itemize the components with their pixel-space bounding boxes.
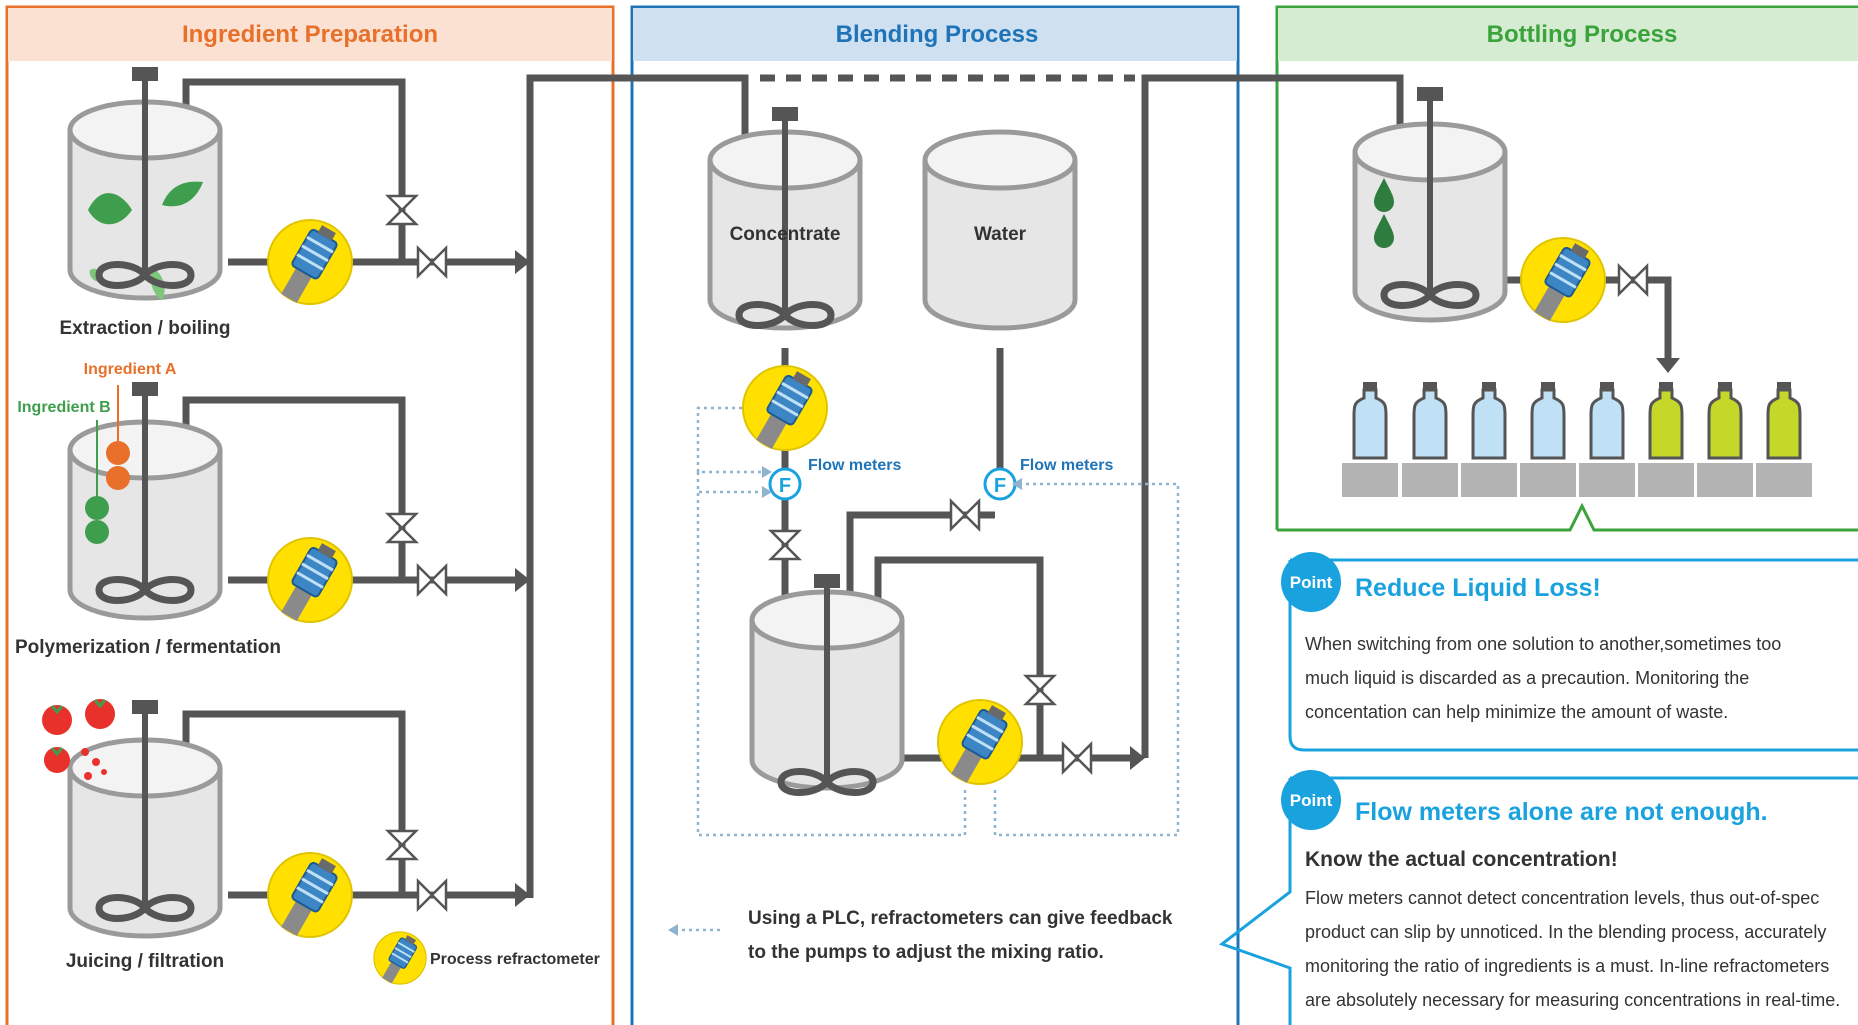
bottle-icon — [1707, 380, 1743, 460]
tomato-icon — [44, 747, 70, 773]
tomato-icon — [85, 699, 115, 729]
flow-meters-label: Flow meters — [1020, 457, 1113, 474]
plc-feedback-lines — [678, 406, 1180, 932]
legend-label: Process refractometer — [430, 951, 600, 968]
refractometer-icon — [741, 364, 829, 454]
ingredient-b-label: Ingredient B — [17, 399, 110, 416]
bottle-icon — [1352, 380, 1388, 460]
point-badge — [1281, 552, 1341, 612]
refractometer-icon — [266, 536, 354, 626]
refractometer-icon — [936, 698, 1024, 788]
point-body-line: Flow meters cannot detect concentration … — [1305, 888, 1819, 908]
ingredient-a-label: Ingredient A — [84, 361, 177, 378]
refractometer-icon — [266, 851, 354, 941]
point-body-line: concentation can help minimize the amoun… — [1305, 702, 1728, 722]
flow-meters-label: Flow meters — [808, 457, 901, 474]
bottling-process-panel: Bottling Process — [1275, 5, 1858, 532]
fermentation-label: Polymerization / fermentation — [15, 637, 281, 658]
tomato-icon — [42, 705, 72, 735]
bottle-icon — [1766, 380, 1802, 460]
plc-text-line-2: to the pumps to adjust the mixing ratio. — [748, 942, 1104, 963]
bottle-icon — [1589, 380, 1625, 460]
point-title: Reduce Liquid Loss! — [1355, 574, 1601, 602]
ingredient-preparation-title: Ingredient Preparation — [182, 21, 438, 48]
concentrate-label: Concentrate — [730, 224, 841, 245]
drop-icon — [1374, 178, 1394, 212]
ingredient-a-dot — [106, 466, 130, 490]
concentrate-tank — [710, 107, 860, 328]
blend-tank — [752, 574, 902, 793]
bottle-icon — [1471, 380, 1507, 460]
juicing-label: Juicing / filtration — [66, 951, 224, 972]
point-title: Flow meters alone are not enough. — [1355, 798, 1768, 826]
bottle-line — [1342, 380, 1812, 497]
legend — [373, 931, 427, 987]
juicing-tank — [42, 699, 220, 936]
bottling-process-title: Bottling Process — [1487, 21, 1678, 48]
flow-meter-icon: F — [768, 467, 802, 501]
leaf-icon — [88, 193, 132, 225]
point-subtitle: Know the actual concentration! — [1305, 848, 1618, 871]
ingredient-b-dot — [85, 520, 109, 544]
extraction-tank — [70, 67, 220, 300]
ingredient-markers — [85, 385, 130, 544]
leaf-icon — [162, 181, 203, 207]
svg-text:Point: Point — [1290, 791, 1333, 810]
point-badge — [1281, 770, 1341, 830]
point-body-line: are absolutely necessary for measuring c… — [1305, 990, 1840, 1010]
ingredient-b-dot — [85, 496, 109, 520]
point-body-line: much liquid is discarded as a precaution… — [1305, 668, 1749, 688]
point-callout-flow-meters: Point Flow meters alone are not enough. … — [1218, 770, 1858, 1025]
point-body-line: When switching from one solution to anot… — [1305, 634, 1781, 654]
plc-text-line-1: Using a PLC, refractometers can give fee… — [748, 908, 1173, 929]
ingredient-a-dot — [106, 441, 130, 465]
water-label: Water — [974, 224, 1027, 245]
drop-icon — [1374, 214, 1394, 248]
bottle-icon — [1530, 380, 1566, 460]
point-body-line: product can slip by unnoticed. In the bl… — [1305, 922, 1826, 942]
refractometer-icon — [266, 218, 354, 308]
svg-text:Point: Point — [1290, 573, 1333, 592]
feedback-arrows — [668, 466, 1022, 936]
bottle-icon — [1412, 380, 1448, 460]
flow-meter-icon: F — [983, 467, 1017, 501]
bottling-tank — [1355, 87, 1505, 320]
bottle-icon — [1648, 380, 1684, 460]
svg-text:F: F — [779, 475, 791, 497]
point-callout-liquid-loss: Point Reduce Liquid Loss! When switching… — [1281, 552, 1858, 752]
valve-icon — [1617, 264, 1649, 296]
extraction-label: Extraction / boiling — [59, 318, 230, 339]
blending-process-title: Blending Process — [836, 21, 1039, 48]
point-body-line: monitoring the ratio of ingredients is a… — [1305, 956, 1829, 976]
svg-text:F: F — [994, 475, 1006, 497]
refractometer-icon — [1519, 236, 1607, 326]
